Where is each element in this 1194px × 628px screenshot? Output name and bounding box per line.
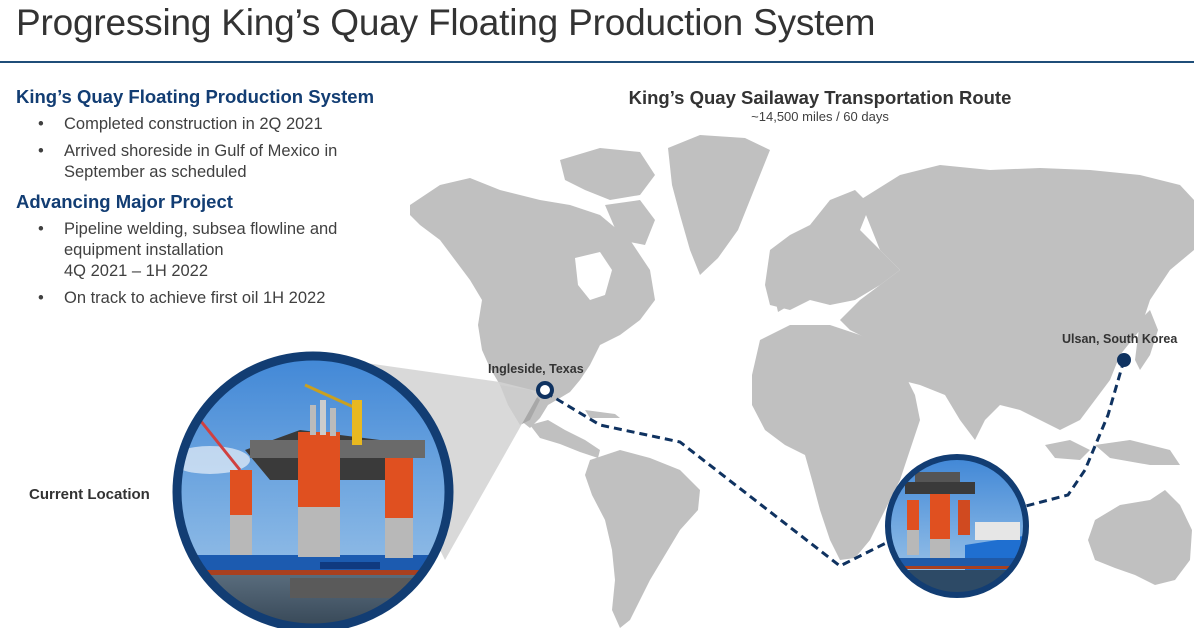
bullet-item: •On track to achieve first oil 1H 2022 xyxy=(38,289,326,307)
australia xyxy=(1088,490,1192,585)
north-america xyxy=(410,178,655,428)
bullet-item: •Completed construction in 2Q 2021 xyxy=(38,115,323,133)
bullet-item: •Arrived shoreside in Gulf of Mexico in … xyxy=(38,142,338,181)
major-project-bullets: •Pipeline welding, subsea flowline and e… xyxy=(16,219,396,309)
map-title: King’s Quay Sailaway Transportation Rout… xyxy=(628,87,1012,108)
south-america xyxy=(585,450,700,628)
bullet-icon: • xyxy=(38,289,44,307)
platform-on-heavy-lift-ship-photo-icon xyxy=(889,458,1025,594)
current-location-label: Current Location xyxy=(29,486,150,503)
bullet-icon: • xyxy=(38,220,44,238)
transit-photo-frame xyxy=(885,454,1029,598)
project-summary-panel: King’s Quay Floating Production System •… xyxy=(16,86,396,317)
page-title: Progressing King’s Quay Floating Product… xyxy=(16,2,876,43)
ingleside-label: Ingleside, Texas xyxy=(488,362,584,376)
bullet-icon: • xyxy=(38,142,44,160)
greenland xyxy=(668,135,770,275)
asia xyxy=(840,165,1194,440)
fps-bullets: •Completed construction in 2Q 2021 •Arri… xyxy=(16,114,396,183)
bullet-item: •Pipeline welding, subsea flowline and e… xyxy=(38,220,338,280)
section-heading-major-project: Advancing Major Project xyxy=(16,191,233,212)
bullet-icon: • xyxy=(38,115,44,133)
ingleside-marker xyxy=(536,381,554,399)
africa xyxy=(752,325,920,560)
platform-photo-frame xyxy=(172,351,454,628)
map-subtitle: ~14,500 miles / 60 days xyxy=(751,109,889,124)
ulsan-label: Ulsan, South Korea xyxy=(1062,332,1178,346)
ulsan-marker xyxy=(1117,353,1131,367)
section-heading-fps: King’s Quay Floating Production System xyxy=(16,86,375,107)
title-divider xyxy=(0,61,1194,63)
europe xyxy=(765,220,900,310)
